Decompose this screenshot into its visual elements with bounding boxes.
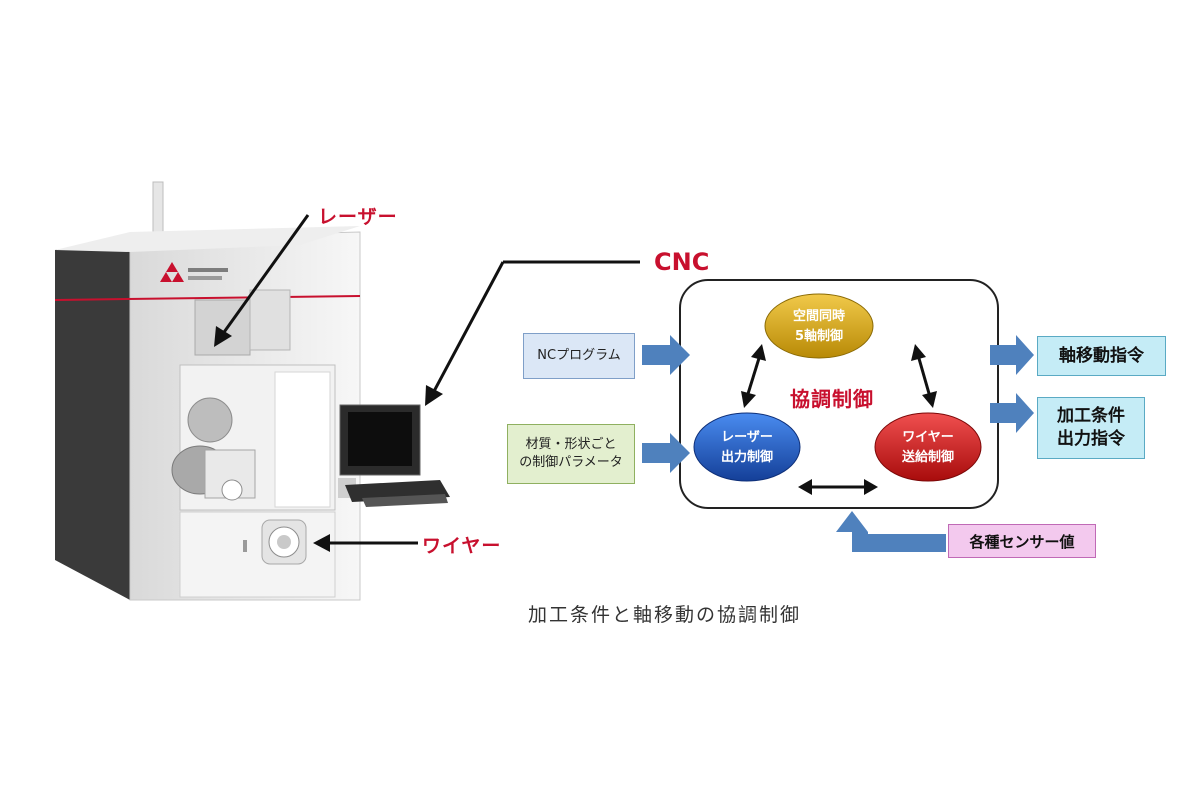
axis-move-command-box: 軸移動指令 (1037, 336, 1166, 376)
metal-3d-printer-machine (54, 181, 361, 601)
process-output-command-box: 加工条件 出力指令 (1037, 397, 1145, 459)
wire-pointer-arrowhead (313, 534, 330, 552)
process-line2: 出力指令 (1057, 429, 1125, 449)
laser-output-node (693, 412, 801, 482)
spatial-line1: 空間同時 (792, 309, 845, 324)
axis-move-command-label: 軸移動指令 (1059, 345, 1144, 366)
nc-program-box: NCプログラム (523, 333, 635, 379)
spatial-line2: 5軸制御 (794, 328, 844, 344)
laser-line2: 出力制御 (720, 449, 773, 465)
wire-line2: 送給制御 (901, 449, 954, 465)
nc-program-label: NCプログラム (537, 348, 621, 364)
process-line1: 加工条件 (1057, 406, 1125, 427)
material-params-box: 材質・形状ごと の制御パラメータ (507, 424, 635, 484)
laser-line1: レーザー (721, 430, 773, 445)
link-arrowhead (922, 391, 937, 408)
params-input-arrow (642, 433, 690, 473)
axis-command-output-arrow (990, 335, 1034, 375)
cnc-pointer-arrowhead (425, 385, 443, 406)
process-command-output-arrow (990, 393, 1034, 433)
laser-callout: レーザー (318, 206, 398, 228)
wire-feed-label: ワイヤー 送給制御 (888, 428, 968, 467)
link-arrowhead (864, 479, 878, 495)
mitsubishi-logo-icon (160, 262, 228, 282)
sensor-values-box: 各種センサー値 (948, 524, 1096, 558)
nc-program-input-arrow (642, 335, 690, 375)
link-arrowhead (798, 479, 812, 495)
sensor-values-label: 各種センサー値 (969, 532, 1075, 551)
laser-output-label: レーザー 出力制御 (707, 428, 787, 467)
material-params-line2: の制御パラメータ (519, 455, 623, 470)
material-params-line1: 材質・形状ごと (525, 437, 617, 453)
cnc-monitor-terminal (338, 404, 450, 507)
link-arrowhead (741, 391, 756, 408)
sensor-feedback-arrow (836, 511, 946, 552)
spatial-5axis-node (764, 293, 874, 359)
laser-pointer-arrowhead (214, 326, 232, 347)
link-arrowhead (911, 344, 926, 361)
wire-feed-node (874, 412, 982, 482)
cnc-boundary-box (679, 279, 999, 509)
spatial-5axis-label: 空間同時 5軸制御 (779, 307, 859, 346)
wire-line1: ワイヤー (902, 430, 954, 445)
link-arrowhead (751, 344, 766, 361)
pointer-arrows (220, 214, 640, 545)
cooperative-control-title: 協調制御 (790, 387, 874, 411)
figure-caption: 加工条件と軸移動の協調制御 (528, 604, 802, 626)
cnc-callout: CNC (654, 248, 710, 276)
wire-callout: ワイヤー (422, 535, 502, 557)
